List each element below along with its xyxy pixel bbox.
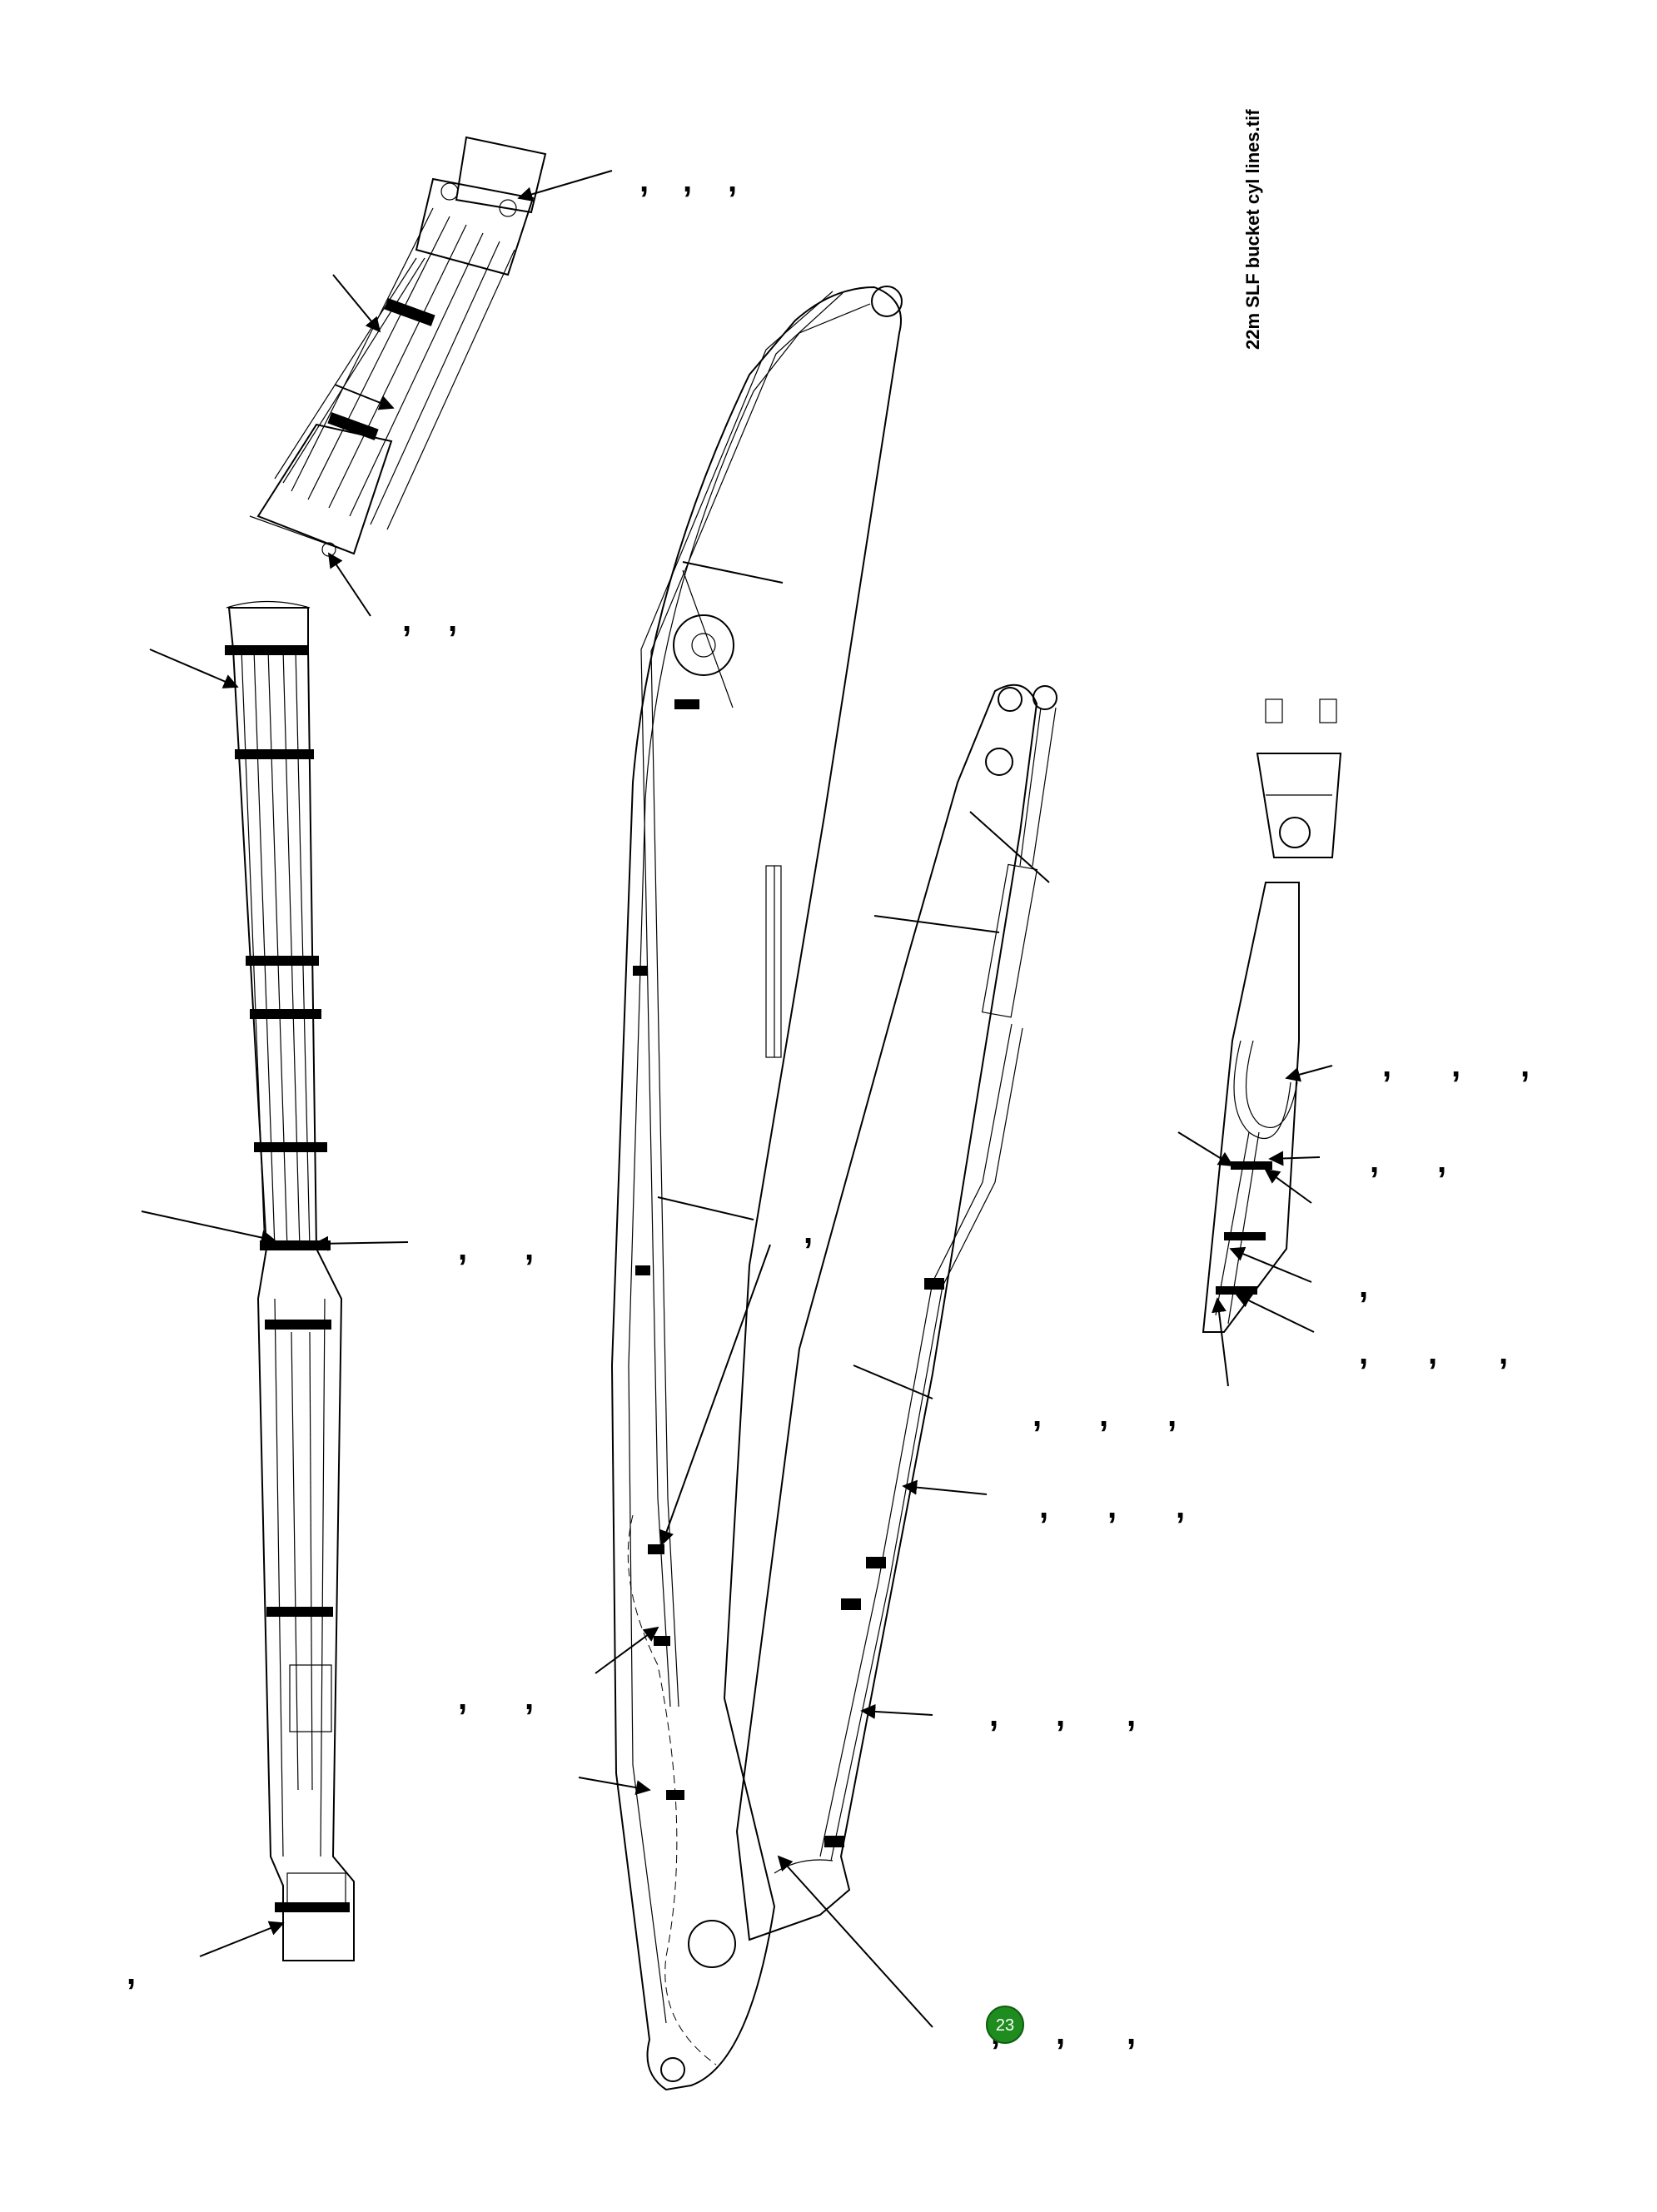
callout-separator: , bbox=[1039, 1489, 1048, 1525]
callout-separator: , bbox=[804, 1214, 813, 1250]
callout-separator: , bbox=[1520, 1047, 1530, 1084]
callout-separator: , bbox=[728, 162, 737, 199]
callout-markers: , , , , , , , , , , , , , , , , , , , , … bbox=[127, 162, 1530, 2051]
callout-separator: , bbox=[448, 602, 457, 639]
callout-badge-number: 23 bbox=[996, 2016, 1014, 2035]
callout-separator: , bbox=[1127, 2015, 1136, 2051]
callout-separator: , bbox=[1127, 1697, 1136, 1733]
callout-separator: , bbox=[1370, 1143, 1379, 1180]
stick-cylinder-assembly bbox=[735, 683, 1057, 1941]
callout-separator: , bbox=[525, 1230, 534, 1267]
callout-separator: , bbox=[1107, 1489, 1117, 1525]
callout-separator: , bbox=[1382, 1047, 1391, 1084]
callout-separator: , bbox=[402, 602, 411, 639]
callout-separator: , bbox=[683, 162, 692, 199]
callout-separator: , bbox=[1359, 1268, 1368, 1305]
callout-separator: , bbox=[1359, 1335, 1368, 1371]
callout-separator: , bbox=[458, 1230, 467, 1267]
figure-filename-label: 22m SLF bucket cyl lines.tif bbox=[1242, 109, 1263, 350]
callout-separator: , bbox=[525, 1680, 534, 1717]
boom-hose-routing bbox=[610, 286, 903, 2091]
callout-separator: , bbox=[1499, 1335, 1508, 1371]
callout-separator: , bbox=[1099, 1397, 1108, 1434]
callout-separator: , bbox=[639, 162, 649, 199]
callout-separator: , bbox=[1056, 2015, 1065, 2051]
callout-separator: , bbox=[1428, 1335, 1437, 1371]
callout-badge-23[interactable]: 23 bbox=[986, 2006, 1024, 2044]
callout-separator: , bbox=[989, 1697, 998, 1733]
stick-hose-routing bbox=[225, 600, 355, 1961]
callout-separator: , bbox=[1176, 1489, 1185, 1525]
bucket-end-hose-assembly bbox=[249, 136, 547, 557]
callout-separator: , bbox=[1056, 1697, 1065, 1733]
callout-separator: , bbox=[1451, 1047, 1460, 1084]
callout-separator: , bbox=[1033, 1397, 1042, 1434]
leader-lines bbox=[141, 170, 1333, 2028]
callout-separator: , bbox=[1437, 1143, 1446, 1180]
callout-separator: , bbox=[458, 1680, 467, 1717]
callout-separator: , bbox=[127, 1955, 136, 1991]
callout-separator: , bbox=[1167, 1397, 1177, 1434]
cylinder-end-hose-assembly bbox=[1202, 698, 1342, 1333]
